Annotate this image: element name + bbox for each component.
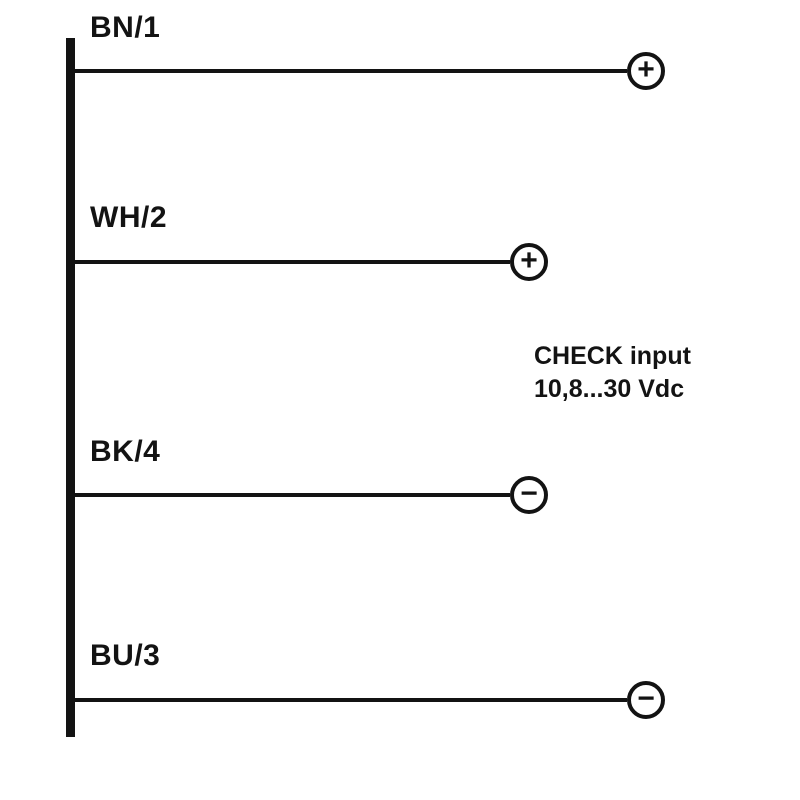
terminal-positive-icon: + bbox=[627, 52, 665, 90]
check-input-annotation: CHECK input 10,8...30 Vdc bbox=[534, 340, 691, 406]
wire-bn1-label: BN/1 bbox=[90, 11, 161, 44]
wire-bk4-label: BK/4 bbox=[90, 435, 161, 468]
annotation-line-1: CHECK input bbox=[534, 342, 691, 370]
wire-bn1-line bbox=[75, 69, 627, 73]
wire-bk4-line bbox=[75, 493, 510, 497]
minus-icon: − bbox=[637, 682, 655, 715]
wire-bu3-line bbox=[75, 698, 627, 702]
terminal-positive-icon: + bbox=[510, 243, 548, 281]
terminal-negative-icon: − bbox=[627, 681, 665, 719]
bus-bar bbox=[66, 38, 75, 737]
plus-icon: + bbox=[520, 244, 538, 277]
minus-icon: − bbox=[520, 477, 538, 510]
wire-wh2-line bbox=[75, 260, 510, 264]
plus-icon: + bbox=[637, 53, 655, 86]
terminal-negative-icon: − bbox=[510, 476, 548, 514]
wire-wh2-label: WH/2 bbox=[90, 201, 167, 234]
wire-bu3-label: BU/3 bbox=[90, 639, 161, 672]
annotation-line-2: 10,8...30 Vdc bbox=[534, 375, 685, 403]
